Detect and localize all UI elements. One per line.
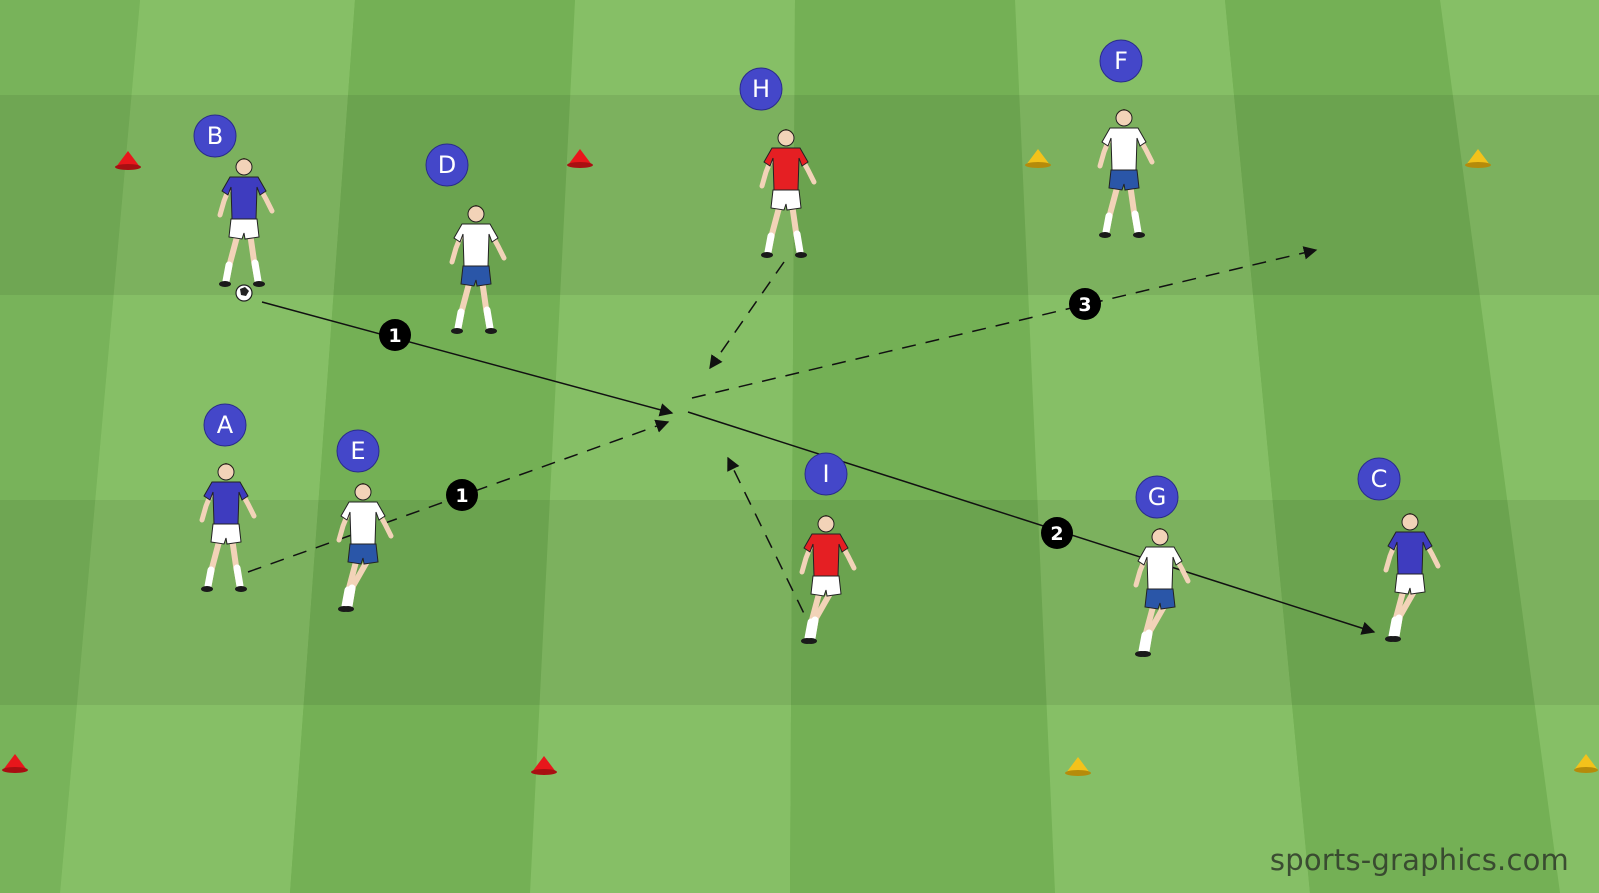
- step-badge-2: 2: [1041, 517, 1073, 549]
- player-label-text: F: [1114, 47, 1128, 75]
- red-cone: [531, 756, 557, 775]
- player-g: G: [1133, 475, 1191, 657]
- player-d: D: [425, 143, 507, 334]
- player-figure: [449, 205, 507, 334]
- player-figure: [336, 483, 394, 612]
- yellow-cone: [1465, 149, 1491, 168]
- player-label-text: D: [438, 151, 456, 179]
- step-badges: 1 1 2 3: [379, 288, 1101, 549]
- player-figure: [1133, 528, 1191, 657]
- player-figure: [217, 158, 275, 287]
- run-line-i-to-center: [727, 456, 815, 635]
- cones: [2, 149, 1598, 776]
- player-figure: [799, 515, 857, 644]
- player-label-text: A: [217, 411, 234, 439]
- step-badge-text: 1: [388, 325, 401, 347]
- player-label: C: [1357, 457, 1401, 501]
- player-label: I: [804, 452, 848, 496]
- player-c: C: [1357, 457, 1441, 642]
- player-h: H: [739, 67, 817, 258]
- player-figure: [1383, 513, 1441, 642]
- run-line-center-to-right: [691, 246, 1318, 399]
- red-cone: [2, 754, 28, 773]
- step-badge-1: 1: [379, 319, 411, 351]
- watermark: sports-graphics.com: [1269, 843, 1569, 877]
- player-label: B: [193, 114, 237, 158]
- run-line-h-to-center: [709, 261, 785, 370]
- player-label-text: H: [752, 75, 770, 103]
- player-label: G: [1135, 475, 1179, 519]
- player-label-text: B: [207, 122, 223, 150]
- pass-line-b-to-center: [261, 301, 674, 417]
- player-figure: [1097, 109, 1155, 238]
- step-badge-3: 3: [1069, 288, 1101, 320]
- step-badge-1: 1: [446, 479, 478, 511]
- player-label-text: I: [822, 460, 829, 488]
- step-badge-text: 1: [455, 485, 468, 507]
- yellow-cone: [1065, 757, 1091, 776]
- players: A B C D E F G H I: [193, 39, 1441, 657]
- red-cone: [115, 151, 141, 170]
- player-figure: [199, 463, 257, 592]
- step-badge-text: 2: [1050, 523, 1063, 545]
- player-label-text: G: [1148, 483, 1167, 511]
- yellow-cone: [1025, 149, 1051, 168]
- player-e: E: [336, 429, 394, 612]
- player-a: A: [199, 403, 257, 592]
- pass-line-center-to-c: [687, 411, 1376, 635]
- player-label: D: [425, 143, 469, 187]
- player-label: H: [739, 67, 783, 111]
- ball: [235, 284, 253, 302]
- player-label: A: [203, 403, 247, 447]
- player-label: E: [336, 429, 380, 473]
- player-f: F: [1097, 39, 1155, 238]
- player-b: B: [193, 114, 275, 287]
- player-label: F: [1099, 39, 1143, 83]
- player-figure: [759, 129, 817, 258]
- player-i: I: [799, 452, 857, 644]
- player-label-text: C: [1371, 465, 1388, 493]
- yellow-cone: [1574, 754, 1598, 773]
- player-label-text: E: [350, 437, 365, 465]
- step-badge-text: 3: [1078, 294, 1091, 316]
- red-cone: [567, 149, 593, 168]
